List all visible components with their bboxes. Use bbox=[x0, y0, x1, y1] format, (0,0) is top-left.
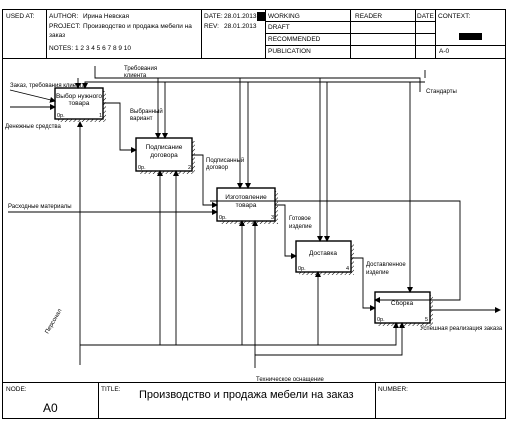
box-5-label: Сборка bbox=[391, 299, 414, 307]
status-publication: PUBLICATION bbox=[268, 48, 311, 55]
divider bbox=[265, 21, 435, 22]
label-signed-2: договор bbox=[206, 165, 229, 171]
divider bbox=[265, 33, 435, 34]
box-labels: Выбор нужного товара Подписание договора… bbox=[56, 92, 414, 307]
label-order: Заказ, требования клиента bbox=[10, 83, 86, 89]
diagram-title: Производство и продажа мебели на заказ bbox=[139, 389, 354, 401]
date-value: 28.01.2013 bbox=[224, 13, 257, 20]
node-label: NODE: bbox=[6, 386, 27, 393]
box-4-number: 4 bbox=[346, 266, 349, 272]
box-3-number: 3 bbox=[271, 215, 274, 221]
label-equipment: Техническое оснащение bbox=[256, 377, 325, 383]
box-1-number: 1 bbox=[99, 113, 102, 119]
box-4-label: Доставка bbox=[309, 250, 337, 257]
number-label: NUMBER: bbox=[378, 386, 408, 393]
box-1-label-2: товара bbox=[69, 100, 90, 107]
arrow-standards bbox=[85, 70, 426, 88]
divider bbox=[98, 383, 99, 419]
date-column-label: DATE bbox=[417, 13, 434, 20]
label-money: Денежные средства bbox=[5, 124, 62, 130]
arrow-signed-contract bbox=[192, 154, 218, 208]
box-2-number: 2 bbox=[188, 165, 191, 171]
label-chosen-2: вариант bbox=[130, 116, 153, 122]
author-label: AUTHOR: bbox=[49, 13, 79, 20]
divider bbox=[265, 10, 266, 58]
box-1-cost: 0р. bbox=[57, 113, 65, 119]
box-5-number: 5 bbox=[425, 317, 428, 323]
label-delivered: Доставленное bbox=[366, 262, 406, 268]
divider bbox=[46, 10, 47, 58]
project-name-cont: заказ bbox=[49, 32, 66, 39]
arrow-order bbox=[9, 89, 56, 103]
status-recommended: RECOMMENDED bbox=[268, 36, 321, 43]
arrow-client-requirements bbox=[94, 66, 421, 92]
label-delivered-2: изделие bbox=[366, 270, 389, 276]
reader-label: READER bbox=[355, 13, 383, 20]
context-node: A-0 bbox=[439, 48, 450, 55]
title-label: TITLE: bbox=[101, 386, 121, 393]
divider bbox=[375, 383, 376, 419]
box-3-label-2: товара bbox=[236, 202, 257, 209]
project-name: Производство и продажа мебели на bbox=[83, 23, 192, 30]
label-client-requirements-2: клиента bbox=[124, 73, 147, 79]
arrow-delivered-product bbox=[351, 257, 376, 311]
box-5-cost: 0р. bbox=[377, 317, 385, 323]
author-name: Ирина Невская bbox=[83, 13, 129, 20]
arrows bbox=[8, 66, 501, 368]
project-label: PROJECT: bbox=[49, 23, 81, 30]
date-label: DATE: bbox=[204, 13, 223, 20]
divider bbox=[265, 45, 435, 46]
label-ready-2: изделие bbox=[289, 224, 312, 230]
context-box bbox=[459, 33, 482, 40]
diagram-header: USED AT: AUTHOR: Ирина Невская PROJECT: … bbox=[3, 10, 505, 59]
status-working: WORKING bbox=[268, 13, 300, 20]
arrow-chosen-variant bbox=[103, 102, 137, 153]
arrow-equipment bbox=[254, 322, 405, 368]
box-2-cost: 0р. bbox=[138, 165, 146, 171]
label-materials: Расходные материалы bbox=[8, 204, 72, 210]
box-meta: 0р. 1 0р. 2 0р. 3 0р. 4 0р. 5 bbox=[57, 113, 428, 323]
box-3-label: Изготовление bbox=[225, 194, 267, 201]
notes: NOTES: 1 2 3 4 5 6 7 8 9 10 bbox=[49, 45, 132, 52]
function-box-1 bbox=[54, 87, 106, 122]
divider bbox=[435, 45, 505, 46]
function-box-2 bbox=[135, 137, 195, 174]
label-ready: Готовое bbox=[289, 216, 312, 222]
function-box-4 bbox=[295, 240, 354, 275]
arrow-ready-product bbox=[275, 204, 297, 259]
label-standards: Стандарты bbox=[426, 89, 457, 95]
status-marker bbox=[257, 12, 265, 21]
label-result: Успешная реализация заказа bbox=[420, 326, 503, 332]
box-2-label-2: договора bbox=[150, 152, 178, 159]
box-3-cost: 0р. bbox=[219, 215, 227, 221]
label-client-requirements: Требования bbox=[124, 66, 157, 72]
status-draft: DRAFT bbox=[268, 24, 290, 31]
context-label: CONTEXT: bbox=[438, 13, 471, 20]
divider bbox=[435, 10, 436, 58]
divider bbox=[350, 10, 351, 58]
box-4-cost: 0р. bbox=[298, 266, 306, 272]
label-signed: Подписанный bbox=[206, 157, 244, 164]
rev-value: 28.01.2013 bbox=[224, 23, 257, 30]
divider bbox=[415, 10, 416, 58]
diagram-footer: NODE: A0 TITLE: Производство и продажа м… bbox=[3, 382, 505, 419]
node-value: A0 bbox=[43, 401, 58, 415]
box-2-label: Подписание bbox=[146, 144, 183, 151]
idef0-frame: USED AT: AUTHOR: Ирина Невская PROJECT: … bbox=[2, 9, 506, 419]
box-1-label: Выбор нужного bbox=[56, 92, 102, 100]
rev-label: REV: bbox=[204, 23, 219, 30]
label-chosen: Выбранный bbox=[130, 108, 163, 115]
used-at-label: USED AT: bbox=[6, 13, 35, 20]
divider bbox=[201, 10, 202, 58]
label-staff: Персонал bbox=[45, 308, 64, 335]
